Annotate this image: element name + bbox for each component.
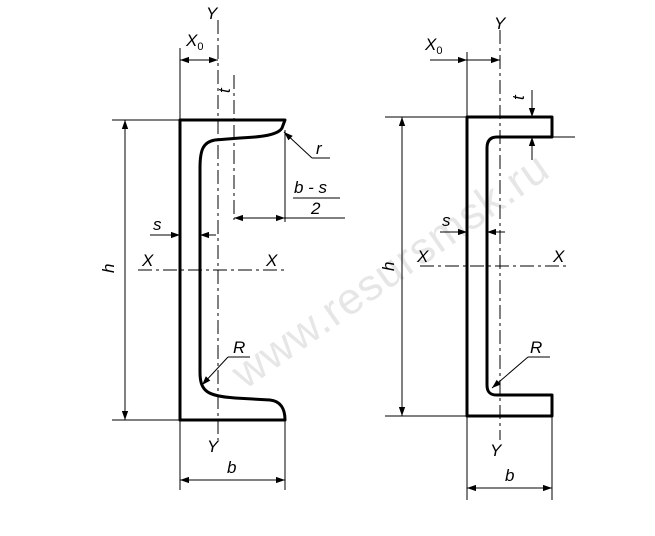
right-x-label-left: X [416, 247, 429, 266]
right-profile: Y Y X X X0 t s h R b [379, 14, 575, 500]
right-h-label: h [379, 262, 398, 271]
left-t-label: t [215, 87, 234, 93]
left-x0-label: X0 [185, 31, 203, 53]
left-profile: Y Y X X X0 t r b - s 2 s h R b [99, 4, 345, 490]
right-R-leader [491, 356, 529, 389]
left-y-label-bottom: Y [207, 437, 220, 456]
left-r-label: r [316, 139, 323, 158]
left-bs-numerator: b - s [294, 178, 328, 197]
left-x-label-right: X [265, 251, 278, 270]
right-x-label-right: X [552, 247, 565, 266]
left-s-label: s [153, 215, 162, 234]
left-R-label: R [233, 338, 245, 357]
right-y-label-top: Y [494, 14, 507, 33]
left-r-leader [283, 131, 313, 159]
right-t-label: t [509, 94, 528, 100]
left-b-label: b [227, 458, 236, 477]
right-x0-label: X0 [424, 35, 442, 57]
right-R-label: R [530, 338, 542, 357]
right-y-label-bottom: Y [490, 441, 503, 460]
left-x-label-left: X [141, 251, 154, 270]
left-y-label-top: Y [206, 4, 219, 23]
left-bs-denominator: 2 [310, 199, 321, 218]
left-R-leader [201, 356, 229, 386]
right-profile-outline [465, 115, 554, 418]
right-b-label: b [505, 466, 514, 485]
left-h-label: h [99, 264, 118, 273]
right-s-label: s [442, 211, 451, 230]
